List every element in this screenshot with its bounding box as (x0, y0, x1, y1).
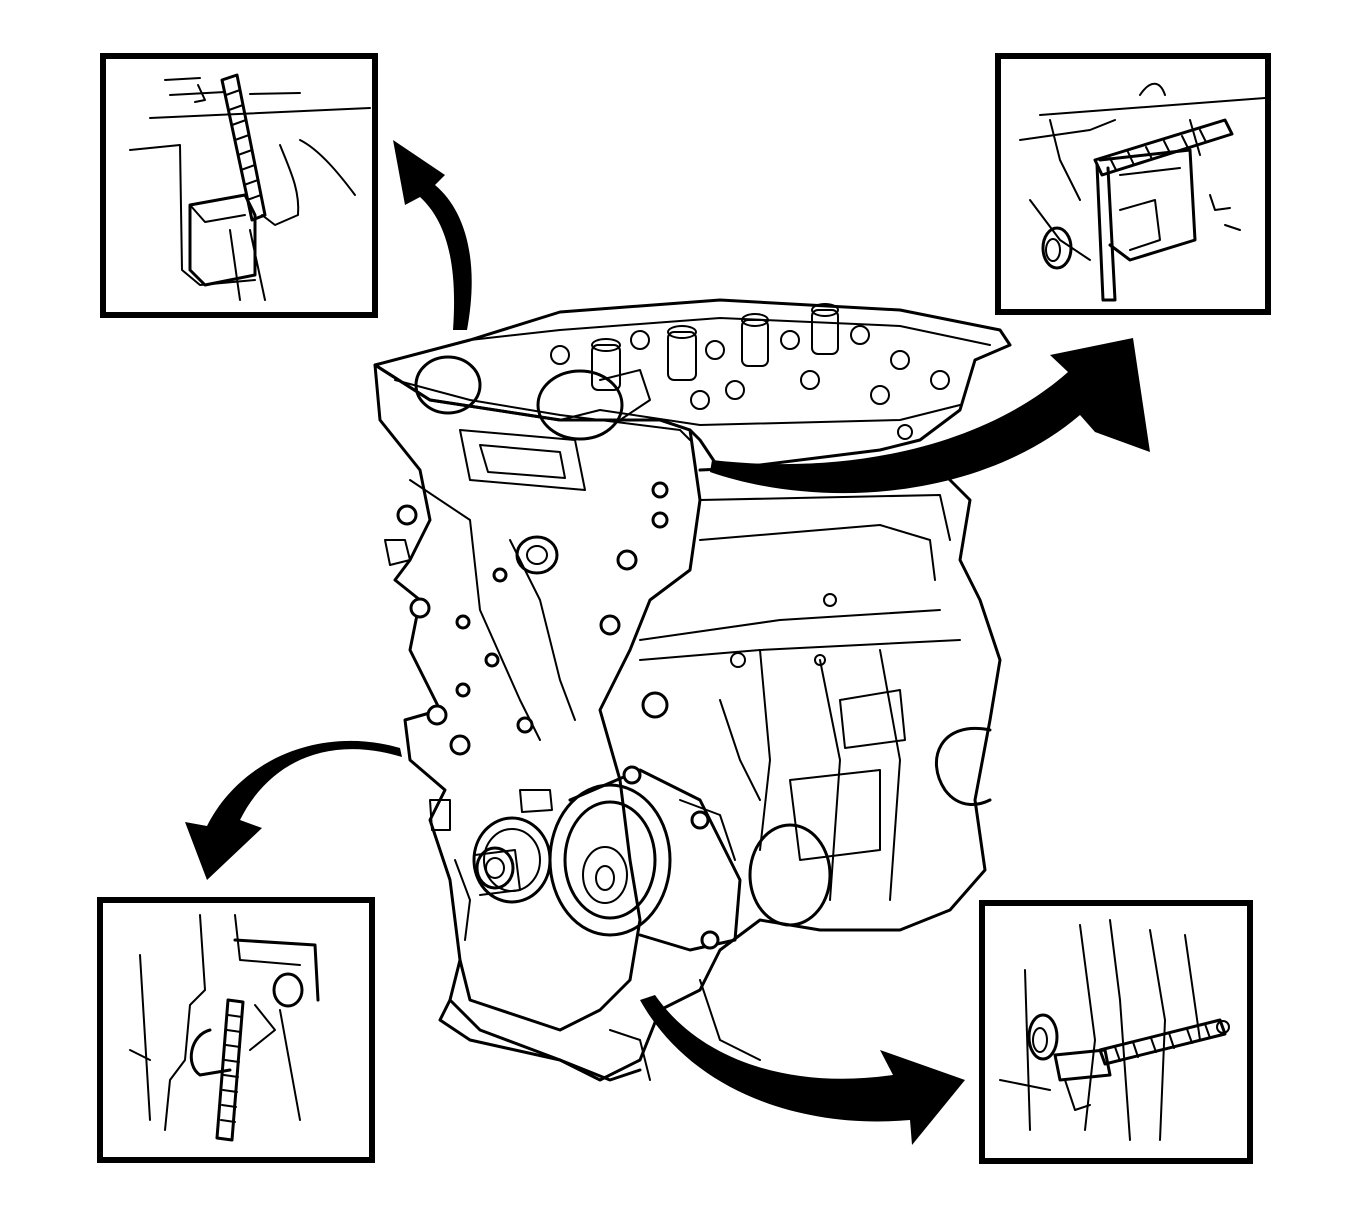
arrow-to-top-right-inset (710, 338, 1150, 494)
arrow-to-bottom-left-inset (185, 740, 402, 880)
engine-assembly (373, 298, 1012, 1082)
detail-inset-top-right (995, 53, 1271, 315)
detail-inset-top-left (100, 53, 378, 318)
detail-inset-bottom-left (97, 897, 375, 1163)
arrow-to-bottom-right-inset (640, 995, 965, 1145)
crankshaft-pulley-seal (472, 789, 553, 904)
engine-block (438, 458, 1002, 1082)
callout-arrows (185, 140, 1150, 1145)
detail-inset-bottom-right (979, 900, 1253, 1164)
timing-chain-cover (373, 363, 702, 1032)
water-pump-pulley (548, 765, 742, 952)
arrow-to-top-left-inset (393, 140, 472, 330)
